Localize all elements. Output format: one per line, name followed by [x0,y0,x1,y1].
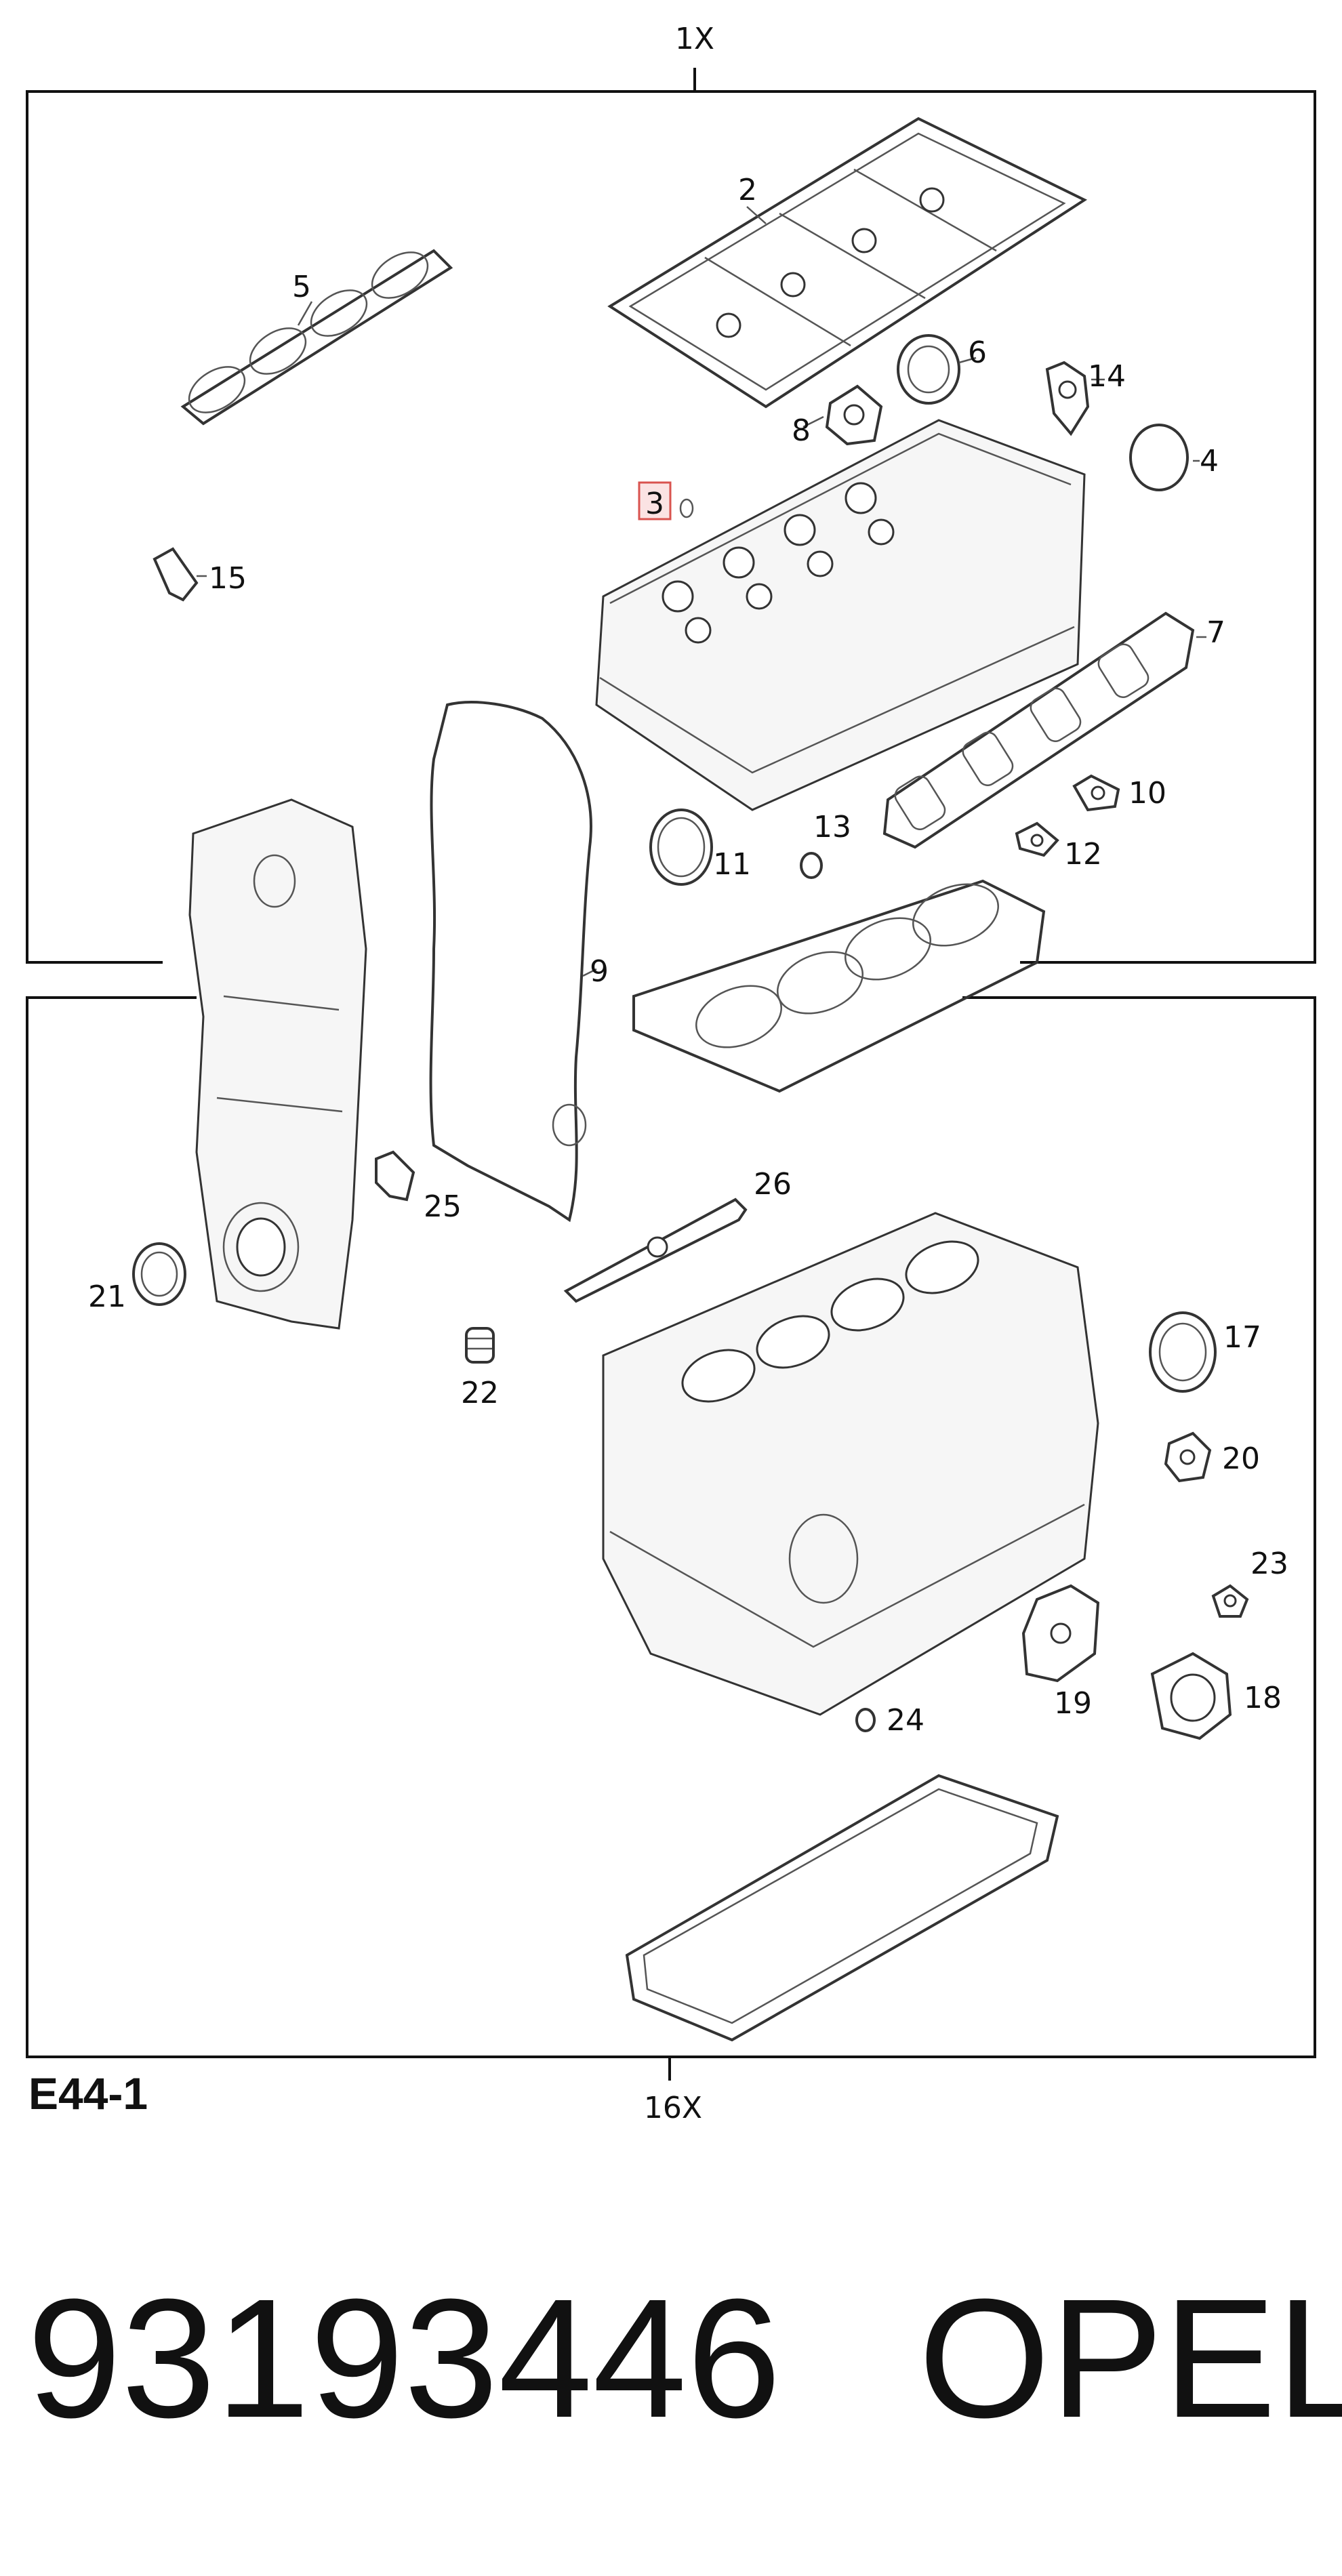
part-3-valve-seal [679,498,694,518]
oil-pan-gasket [625,1774,1059,2042]
callout-4: 4 [1200,444,1219,478]
part-17-rear-seal [1149,1311,1217,1393]
callout-8: 8 [792,413,811,448]
callout-15: 15 [209,561,247,596]
part-number: 93193446 [27,2264,781,2453]
part-5-intake-gasket [180,249,453,426]
callout-14: 14 [1088,359,1126,394]
callout-10: 10 [1128,776,1166,811]
part-10-gasket [1072,774,1120,812]
part-11-seal [649,809,713,886]
callout-3: 3 [645,487,664,521]
callout-11: 11 [713,847,751,882]
part-4-o-ring [1129,424,1189,491]
part-23-gasket [1211,1584,1249,1618]
timing-cover-housing [188,798,367,1330]
part-9-timing-cover-gasket [429,701,592,1223]
part-14-small-gasket [1045,361,1090,436]
diagram-code: E44-1 [28,2068,148,2119]
callout-6: 6 [968,335,987,370]
callout-26: 26 [754,1167,792,1202]
callout-7: 7 [1206,615,1225,650]
callout-23: 23 [1250,1547,1288,1581]
part-25-gasket [375,1150,415,1202]
cylinder-head [595,419,1086,811]
callout-5: 5 [292,270,311,304]
brand-name: OPEL [918,2264,1342,2453]
callout-24: 24 [887,1703,924,1738]
kit-frame-top [26,68,1316,964]
callout-20: 20 [1222,1442,1260,1476]
part-13-o-ring [800,852,823,879]
part-19-gasket [1021,1584,1100,1683]
kit-quantity-bottom: 16X [644,2091,702,2125]
callout-3-highlight [638,481,672,520]
part-7-exhaust-gasket [882,611,1195,849]
part-21-oil-seal [132,1242,186,1306]
callout-leaders [197,206,1206,977]
callout-22: 22 [461,1376,499,1410]
callouts: 2 3 4 5 6 7 8 9 10 11 12 13 14 15 17 18 … [88,173,1288,1738]
kit-frame-bottom [26,996,1316,2081]
part-6-seal-ring [897,334,960,405]
callout-25: 25 [424,1189,462,1224]
callout-21: 21 [88,1280,126,1314]
part-12-gasket [1015,821,1059,857]
kit-quantity-top: 1X [675,22,714,56]
callout-2: 2 [738,173,757,207]
callout-17: 17 [1223,1320,1261,1355]
part-20-gasket [1164,1431,1212,1483]
part-18-flange-gasket [1150,1652,1232,1740]
callout-9: 9 [590,954,609,989]
part-8-flange-gasket [825,384,883,446]
callout-13: 13 [813,810,851,844]
engine-block [602,1212,1099,1716]
part-22-plug [465,1327,495,1364]
callout-18: 18 [1244,1681,1282,1715]
part-15-gasket [152,547,199,602]
cylinder-head-gasket [632,879,1046,1093]
callout-12: 12 [1064,837,1102,872]
part-2-valve-cover-gasket [607,117,1088,409]
part-26-gasket [563,1198,748,1303]
callout-19: 19 [1054,1686,1092,1721]
part-24-o-ring [855,1708,876,1732]
